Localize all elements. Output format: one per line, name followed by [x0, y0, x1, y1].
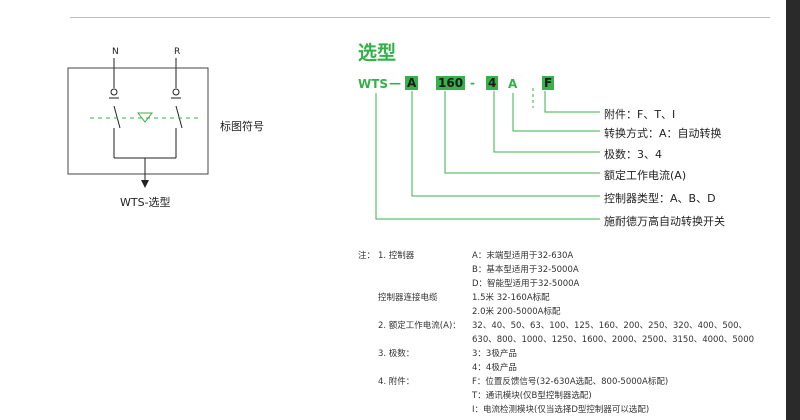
legend-poles: 极数：3、4 [604, 148, 662, 161]
code-leader-lines [375, 88, 600, 220]
model-part-switch: A [508, 77, 518, 91]
note-value: 2.0米 200-5000A标配 [472, 307, 561, 317]
note-value: B：基本型适用于32-5000A [472, 265, 579, 275]
notes-prefix: 注： [358, 251, 376, 261]
note-label: 3. 极数： [378, 349, 415, 359]
symbol-frame [67, 67, 209, 175]
legend-accessory: 附件：F、T、I [604, 108, 676, 121]
note-value: D：智能型适用于32-5000A [472, 279, 580, 289]
model-prefix: WTS [358, 77, 389, 91]
note-label: 2. 额定工作电流(A)： [378, 321, 461, 331]
note-value: 32、40、50、63、100、125、160、200、250、320、400、… [472, 321, 748, 331]
top-divider [70, 17, 770, 18]
window-edge-bar [786, 0, 800, 420]
note-value: 1.5米 32-160A标配 [472, 293, 550, 303]
switch-symbol-diagram: N R [67, 47, 209, 188]
note-value: 4：4极产品 [472, 363, 517, 373]
diagram-caption: WTS-选型 [120, 196, 171, 209]
model-part-current: 160 [436, 76, 466, 90]
note-value: I：电流检测模块(仅当选择D型控制器可以选配) [472, 405, 650, 415]
legend-product-name: 施耐德万高自动转换开关 [604, 215, 725, 228]
note-label: 4. 附件： [378, 377, 415, 387]
legend-switch-mode: 转换方式：A：自动转换 [604, 127, 722, 140]
note-label: 1. 控制器 [378, 251, 415, 261]
note-value: 630、800、1000、1250、1600、2000、2500、3150、40… [472, 335, 755, 345]
note-label: 控制器连接电缆 [378, 293, 438, 303]
section-title: 选型 [358, 42, 397, 64]
legend-controller-type: 控制器类型：A、B、D [604, 192, 716, 205]
note-value: T：通讯模块(仅B型控制器选配) [472, 391, 592, 401]
symbol-caption: 标图符号 [220, 120, 264, 133]
terminal-n-label: N [112, 47, 119, 57]
model-dash-1: — [389, 76, 401, 90]
note-value: 3：3极产品 [472, 349, 517, 359]
model-part-accessory: F [542, 76, 555, 90]
note-value: F：位置反馈信号(32-630A选配、800-5000A标配) [472, 377, 669, 387]
terminal-r-label: R [174, 47, 180, 57]
model-part-poles: 4 [486, 76, 499, 90]
legend-rated-current: 额定工作电流(A) [604, 169, 687, 182]
note-value: A：末端型适用于32-630A [472, 251, 574, 261]
model-part-controller: A [405, 76, 419, 90]
model-dash-2: - [470, 76, 475, 90]
